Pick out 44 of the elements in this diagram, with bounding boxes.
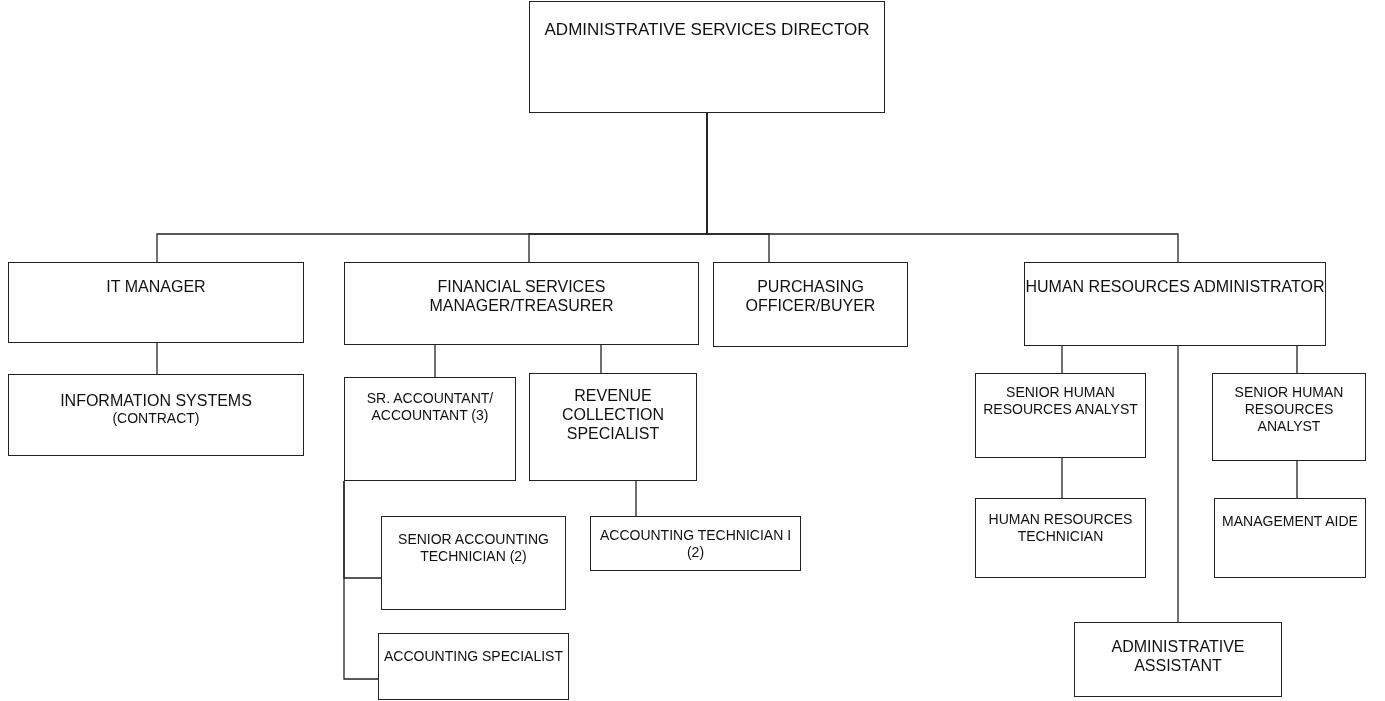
position-title: ACCOUNTING SPECIALIST [383, 648, 564, 665]
position-box [344, 262, 699, 345]
connector-line [1296, 460, 1298, 499]
position-title: SENIOR ACCOUNTING TECHNICIAN (2) [397, 531, 550, 565]
connector-line [1177, 345, 1179, 623]
position-box [590, 516, 801, 571]
position-box [1074, 622, 1282, 697]
position-title: HUMAN RESOURCES ADMINISTRATOR [1025, 277, 1325, 297]
position-box [381, 516, 566, 610]
position-title: ACCOUNTING TECHNICIAN I (2) [598, 527, 793, 561]
connector-line [635, 480, 637, 517]
connector-line [343, 480, 379, 680]
position-title: HUMAN RESOURCES TECHNICIAN [987, 511, 1134, 545]
connector-line [434, 344, 436, 378]
position-box [8, 262, 304, 343]
position-title: REVENUE COLLECTION SPECIALIST [560, 386, 666, 444]
position-box [713, 262, 908, 347]
position-title: SR. ACCOUNTANT/ ACCOUNTANT (3) [365, 390, 495, 424]
position-box [529, 1, 885, 113]
position-title: ADMINISTRATIVE ASSISTANT [1110, 637, 1246, 676]
connector-line [706, 112, 1179, 263]
position-box [1024, 262, 1326, 346]
position-box [378, 633, 569, 700]
connector-line [1061, 457, 1063, 499]
position-title: SENIOR HUMAN RESOURCES ANALYST [1233, 384, 1345, 435]
position-box [529, 373, 697, 481]
connector-line [1061, 345, 1063, 374]
position-title: SENIOR HUMAN RESOURCES ANALYST [982, 384, 1139, 418]
position-title: INFORMATION SYSTEMS [59, 391, 253, 411]
position-title: ADMINISTRATIVE SERVICES DIRECTOR [543, 20, 871, 41]
position-title: IT MANAGER [105, 277, 207, 297]
position-box [975, 373, 1146, 458]
position-box [975, 498, 1146, 578]
connector-line [1296, 345, 1298, 374]
position-box [1214, 498, 1366, 578]
connector-line [156, 342, 158, 375]
position-title: MANAGEMENT AIDE [1221, 513, 1359, 530]
connector-line [600, 344, 602, 374]
position-box [344, 377, 516, 481]
position-note: (CONTRACT) [111, 410, 201, 427]
position-box [8, 374, 304, 456]
position-title: FINANCIAL SERVICES MANAGER/TREASURER [428, 277, 615, 316]
position-title: PURCHASING OFFICER/BUYER [744, 277, 877, 316]
position-box [1212, 373, 1366, 461]
